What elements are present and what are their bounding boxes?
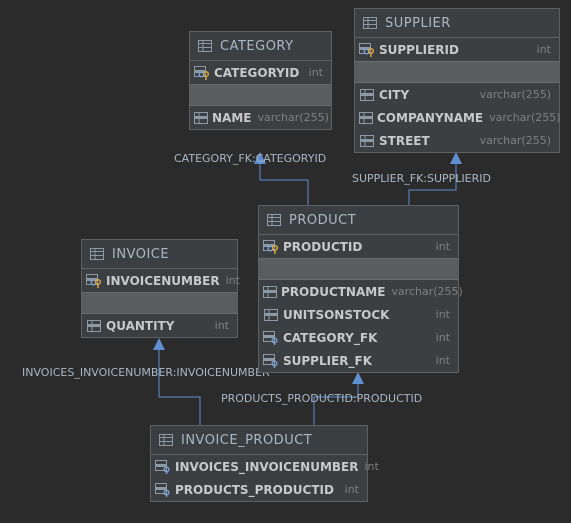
table-icon: [267, 214, 281, 226]
column-row[interactable]: PRODUCTS_PRODUCTID int: [151, 478, 367, 501]
column-row[interactable]: CATEGORY_FK int: [259, 326, 458, 349]
column-name: CATEGORY_FK: [283, 330, 378, 345]
column-row[interactable]: PRODUCTID int: [259, 235, 458, 258]
entity-title: SUPPLIER: [385, 15, 451, 31]
column-icon: [359, 110, 373, 126]
column-type: int: [435, 308, 450, 321]
supplier-fk-arrow: [450, 152, 462, 164]
supplier-fk-label: SUPPLIER_FK:SUPPLIERID: [352, 172, 491, 185]
column-name: QUANTITY: [106, 318, 175, 333]
section-separator: [82, 292, 237, 314]
column-type: int: [214, 319, 229, 332]
entity-title: INVOICE: [112, 246, 170, 262]
entity-title: CATEGORY: [220, 38, 294, 54]
column-icon: [86, 318, 102, 334]
invoices-fk-label: INVOICES_INVOICENUMBER:INVOICENUMBER: [22, 366, 270, 379]
column-row[interactable]: SUPPLIER_FK int: [259, 349, 458, 372]
column-name: INVOICENUMBER: [106, 273, 220, 288]
column-type: varchar(255): [489, 111, 561, 124]
entity-header: PRODUCT: [259, 206, 458, 235]
column-name: SUPPLIER_FK: [283, 353, 373, 368]
column-name: INVOICES_INVOICENUMBER: [175, 459, 359, 474]
entity-product[interactable]: PRODUCT PRODUCTID int PRODUCTNAME varchar(…: [258, 205, 463, 373]
foreign-key-icon: [263, 353, 279, 369]
entity-header: CATEGORY: [190, 32, 331, 61]
primary-key-foreign-key-icon: [86, 273, 102, 289]
products-fk-label: PRODUCTS_PRODUCTID:PRODUCTID: [221, 392, 423, 405]
column-icon: [263, 307, 279, 323]
entity-title: PRODUCT: [289, 212, 357, 228]
column-name: CITY: [379, 87, 410, 102]
column-row[interactable]: PRODUCTNAME varchar(255): [259, 280, 463, 303]
entity-category[interactable]: CATEGORY CATEGORYID int NAME varchar(255): [189, 31, 332, 130]
column-name: PRODUCTID: [283, 239, 363, 254]
table-icon: [363, 17, 377, 29]
products-fk-line: [313, 384, 359, 425]
column-type: int: [225, 274, 240, 287]
primary-key-foreign-key-icon: [359, 42, 375, 58]
column-type: int: [344, 483, 359, 496]
column-type: varchar(255): [257, 111, 329, 124]
column-name: SUPPLIERID: [379, 42, 459, 57]
entity-invoice[interactable]: INVOICE INVOICENUMBER int QUANTITY int: [81, 239, 240, 338]
column-type: varchar(255): [479, 88, 551, 101]
column-row[interactable]: UNITSONSTOCK int: [259, 303, 458, 326]
column-row[interactable]: COMPANYNAME varchar(255): [355, 106, 561, 129]
column-type: int: [435, 331, 450, 344]
entity-header: INVOICE_PRODUCT: [151, 426, 367, 455]
invoices-fk-line: [158, 350, 201, 425]
entity-header: SUPPLIER: [355, 9, 559, 38]
column-row[interactable]: QUANTITY int: [82, 314, 237, 337]
table-icon: [198, 40, 212, 52]
category-fk-label: CATEGORY_FK:CATEGORYID: [174, 152, 327, 165]
column-name: UNITSONSTOCK: [283, 307, 390, 322]
primary-key-foreign-key-icon: [263, 239, 279, 255]
category-fk-line: [259, 164, 309, 205]
column-type: int: [536, 43, 551, 56]
column-row[interactable]: NAME varchar(255): [190, 106, 331, 129]
products-fk-arrow: [352, 372, 364, 384]
column-row[interactable]: INVOICES_INVOICENUMBER int: [151, 455, 379, 478]
column-icon: [359, 133, 375, 149]
section-separator: [355, 61, 559, 83]
column-icon: [359, 87, 375, 103]
section-separator: [259, 258, 458, 280]
foreign-key-icon: [155, 459, 171, 475]
column-icon: [194, 110, 208, 126]
column-name: NAME: [212, 110, 252, 125]
column-name: CATEGORYID: [214, 65, 300, 80]
column-row[interactable]: SUPPLIERID int: [355, 38, 559, 61]
entity-title: INVOICE_PRODUCT: [181, 432, 313, 448]
column-name: PRODUCTS_PRODUCTID: [175, 482, 334, 497]
category-fk-arrow: [254, 152, 266, 164]
section-separator: [190, 84, 331, 106]
column-name: COMPANYNAME: [377, 110, 484, 125]
column-name: STREET: [379, 133, 430, 148]
supplier-fk-line: [408, 164, 457, 205]
column-row[interactable]: INVOICENUMBER int: [82, 269, 240, 292]
column-row[interactable]: CITY varchar(255): [355, 83, 559, 106]
primary-key-foreign-key-icon: [194, 65, 210, 81]
foreign-key-icon: [263, 330, 279, 346]
column-row[interactable]: STREET varchar(255): [355, 129, 559, 152]
column-type: int: [435, 240, 450, 253]
column-type: varchar(255): [391, 285, 463, 298]
entity-header: INVOICE: [82, 240, 237, 269]
foreign-key-icon: [155, 482, 171, 498]
column-type: int: [435, 354, 450, 367]
column-row[interactable]: CATEGORYID int: [190, 61, 331, 84]
table-icon: [159, 434, 173, 446]
column-name: PRODUCTNAME: [281, 284, 386, 299]
column-type: int: [308, 66, 323, 79]
table-icon: [90, 248, 104, 260]
column-type: int: [364, 460, 379, 473]
column-type: varchar(255): [479, 134, 551, 147]
invoices-fk-arrow: [153, 338, 165, 350]
column-icon: [263, 284, 277, 300]
